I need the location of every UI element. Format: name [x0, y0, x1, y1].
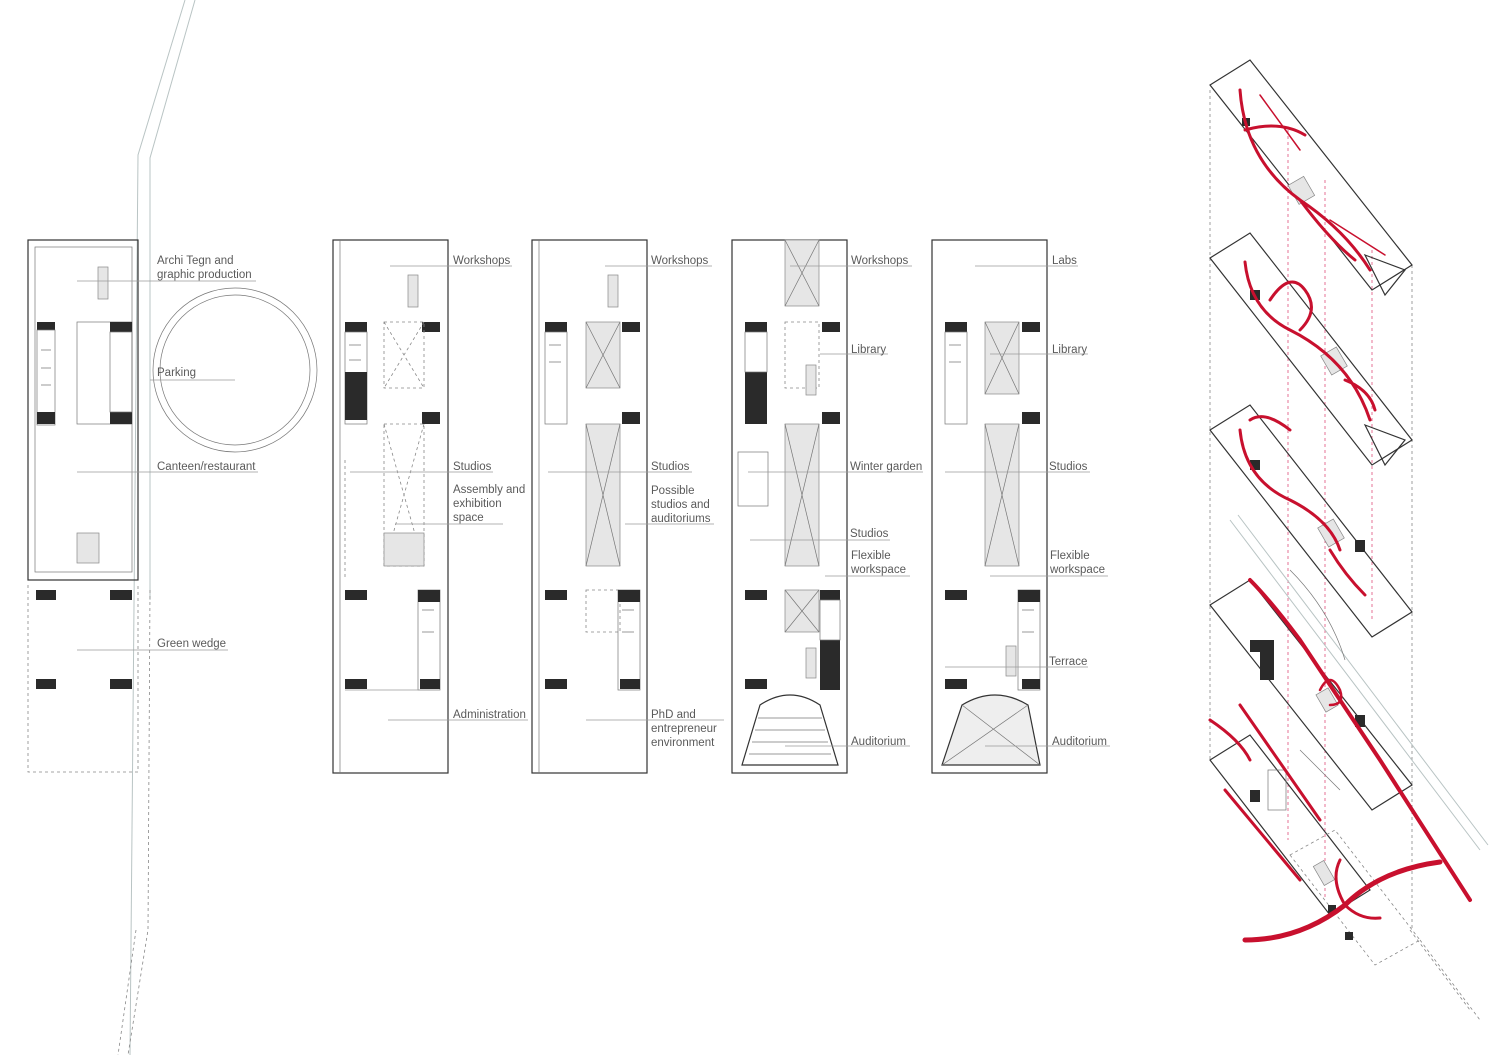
label-flexible: Flexible	[1050, 550, 1090, 562]
label-studios: Studios	[453, 461, 492, 473]
axo-level-5	[1208, 703, 1371, 916]
label-flexible: Flexible	[851, 550, 891, 562]
label-library: Library	[1052, 344, 1087, 356]
label-archi-tegn: Archi Tegn and	[157, 255, 234, 267]
axo-level-3	[1209, 404, 1489, 851]
label-canteen: Canteen/restaurant	[157, 461, 256, 473]
label-studios-and: studios and	[651, 499, 710, 511]
label-entrepreneur: entrepreneur	[651, 723, 717, 735]
label-workspace: workspace	[1049, 564, 1105, 576]
label-studios: Studios	[850, 528, 889, 540]
label-auditorium: Auditorium	[851, 736, 906, 748]
plan-ground: Archi Tegn and graphic production Parkin…	[27, 239, 318, 773]
axo-level-1	[1209, 59, 1413, 297]
label-workshops: Workshops	[851, 255, 909, 267]
axo-level-2	[1209, 232, 1413, 467]
label-workshops: Workshops	[453, 255, 511, 267]
label-phd: PhD and	[651, 709, 696, 721]
axo-level-4	[1209, 569, 1472, 902]
label-labs: Labs	[1052, 255, 1077, 267]
plan-3: Workshops Studios Possible studios and a…	[531, 239, 724, 774]
label-space: space	[453, 512, 484, 524]
label-studios: Studios	[651, 461, 690, 473]
label-terrace: Terrace	[1049, 656, 1087, 668]
label-administration: Administration	[453, 709, 526, 721]
plan-4: Workshops Library Winter garden Studios …	[731, 239, 923, 774]
label-possible: Possible	[651, 485, 694, 497]
plan-5: Labs Library Studios Flexible workspace …	[931, 239, 1110, 774]
axonometric-stack	[1208, 59, 1489, 1021]
label-exhibition: exhibition	[453, 498, 502, 510]
label-graphic-production: graphic production	[157, 269, 252, 281]
label-winter-garden: Winter garden	[850, 461, 922, 473]
label-auditoriums: auditoriums	[651, 513, 711, 525]
label-auditorium: Auditorium	[1052, 736, 1107, 748]
access-road	[117, 0, 196, 1056]
label-library: Library	[851, 344, 886, 356]
label-workspace: workspace	[850, 564, 906, 576]
plan-2: Workshops Studios Assembly and exhibitio…	[332, 239, 528, 774]
label-assembly: Assembly and	[453, 484, 525, 496]
label-green-wedge: Green wedge	[157, 638, 226, 650]
label-studios: Studios	[1049, 461, 1088, 473]
label-workshops: Workshops	[651, 255, 709, 267]
axo-ground	[1242, 829, 1481, 1021]
label-environment: environment	[651, 737, 715, 749]
label-parking: Parking	[157, 367, 196, 379]
